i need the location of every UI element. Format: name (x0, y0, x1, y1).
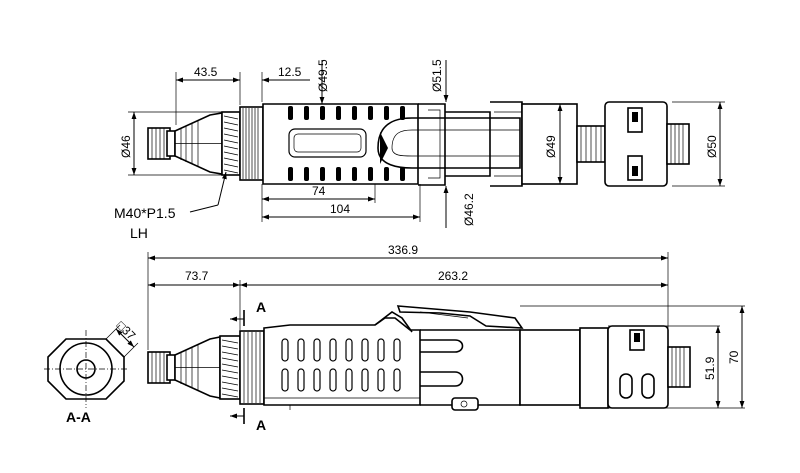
dim-dia-49: Ø49 (544, 135, 558, 158)
dim-43-5: 43.5 (194, 65, 218, 79)
section-mark-top: A (256, 299, 266, 315)
dim-74: 74 (312, 184, 326, 198)
top-grip-body (262, 103, 521, 185)
dim-dia-49-5: Ø49.5 (316, 59, 330, 92)
side-threaded-collar (219, 330, 265, 405)
section-cut-marks: A A (230, 299, 266, 433)
section-mark-bottom: A (256, 417, 266, 433)
top-threaded-collar (221, 106, 264, 181)
dim-263-2: 263.2 (438, 269, 468, 283)
dim-51-9: 51.9 (703, 356, 717, 380)
side-view: 336.9 73.7 263.2 51.9 70 A A (147, 243, 745, 433)
dim-104: 104 (330, 202, 350, 216)
section-a-a: □37 A-A (44, 318, 139, 425)
dim-dia-46: Ø46 (119, 135, 133, 158)
side-motor-housing (519, 325, 691, 409)
dim-dia-46-2: Ø46.2 (462, 193, 476, 226)
top-connector (147, 112, 223, 175)
top-motor-housing (521, 101, 690, 187)
side-connector (147, 336, 221, 399)
top-view: 43.5 12.5 Ø49.5 Ø51.5 Ø46 Ø49 Ø50 (114, 59, 725, 241)
dim-dia-51-5: Ø51.5 (430, 59, 444, 92)
side-grip-body (263, 311, 421, 410)
top-dimensions: 43.5 12.5 Ø49.5 Ø51.5 Ø46 Ø49 Ø50 (114, 59, 725, 241)
thread-note-line2: LH (130, 225, 148, 241)
dim-73-7: 73.7 (185, 269, 209, 283)
dim-12-5: 12.5 (278, 65, 302, 79)
section-dim-square-37: □37 (114, 318, 139, 343)
dim-336-9: 336.9 (388, 243, 418, 257)
side-dimensions: 336.9 73.7 263.2 51.9 70 (147, 243, 745, 409)
section-label: A-A (66, 409, 91, 425)
top-lever-bracket (418, 101, 523, 187)
dim-dia-50: Ø50 (705, 135, 719, 158)
dim-70: 70 (727, 350, 741, 364)
thread-note-line1: M40*P1.5 (114, 205, 176, 221)
